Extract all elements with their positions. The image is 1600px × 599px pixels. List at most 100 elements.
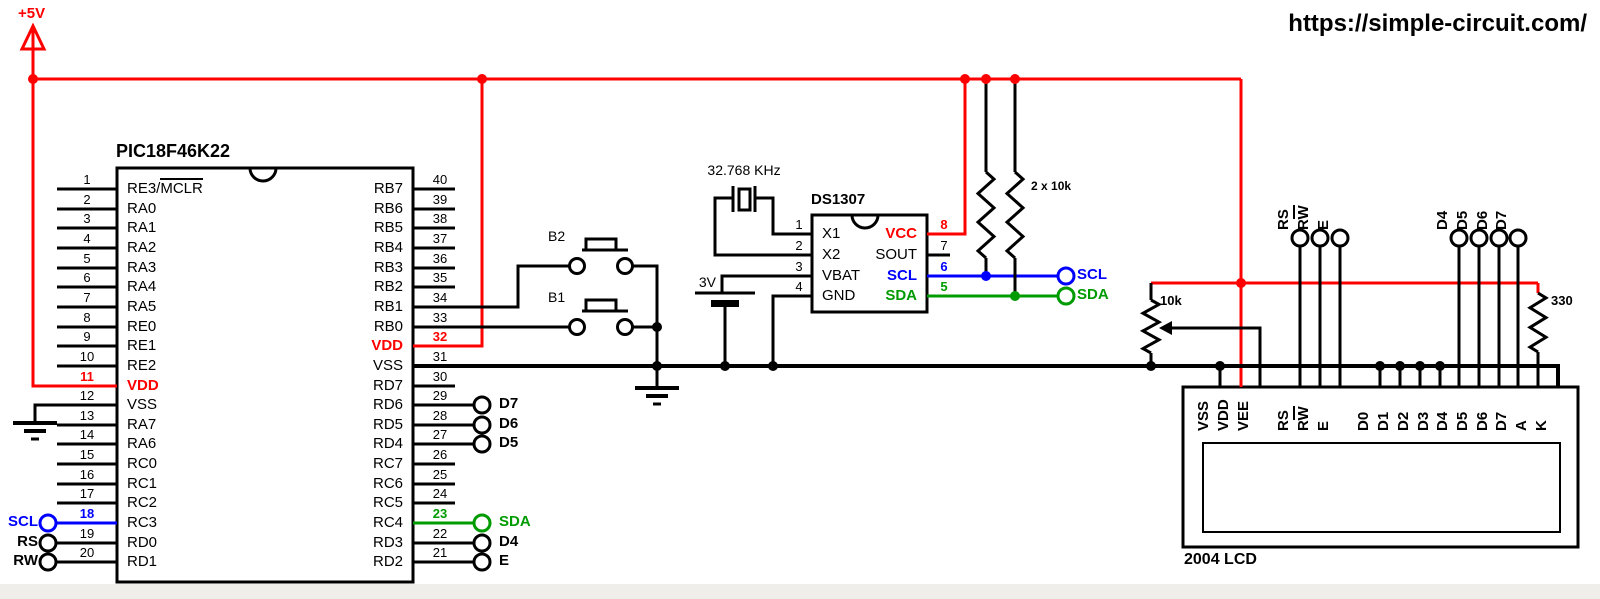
lcd-pin-label: D2 <box>1395 411 1412 431</box>
label-text: R <box>1295 219 1312 230</box>
pullup-label: 2 x 10k <box>1031 179 1072 193</box>
vdd-pin32-wire <box>413 79 484 348</box>
lcd-net-label: RW <box>1293 205 1312 230</box>
junction-dot <box>981 74 991 84</box>
pic-pin-number: 8 <box>83 310 91 325</box>
ds1307-pin-label: SOUT <box>875 246 917 263</box>
net-label: D5 <box>499 434 519 451</box>
pic-pin-number: 2 <box>83 192 91 207</box>
button-b2-actuator <box>584 237 618 252</box>
lcd-net-label: D7 <box>1493 210 1510 230</box>
lcd-pin-label: D1 <box>1375 411 1392 431</box>
pic-pin-number: 30 <box>432 369 448 384</box>
ds1307-title: DS1307 <box>811 191 866 208</box>
pic-pin-number: 5 <box>83 251 91 266</box>
pic-title: PIC18F46K22 <box>116 141 231 161</box>
lcd-signal-terminal <box>1449 228 1469 248</box>
pic-pin-number: 36 <box>432 251 448 266</box>
ground-bus <box>413 364 1560 387</box>
pic-pin-label: RD1 <box>127 553 158 570</box>
lcd-pin-label: RS <box>1275 410 1292 431</box>
button-b1-terminal <box>568 318 586 336</box>
ds1307-pin-number: 7 <box>940 238 948 253</box>
ds1307-pin-label: X2 <box>822 246 841 263</box>
ds1307-pin-number: 5 <box>940 279 948 294</box>
ds1307-gnd-wire <box>771 294 812 366</box>
pot-wiper-wire <box>1170 326 1262 387</box>
ds1307-pin-number: 4 <box>795 279 803 294</box>
button-b1-terminal <box>616 318 634 336</box>
scl-terminal <box>1056 266 1076 286</box>
ds1307-vcc-wire <box>927 79 967 236</box>
junction-dot <box>28 74 38 84</box>
resistor-330 <box>1527 291 1549 354</box>
lcd-pin-label: D5 <box>1454 411 1471 431</box>
lcd-signal-terminal <box>1489 228 1509 248</box>
pullup-resistor-2 <box>1004 170 1026 260</box>
net-label: D7 <box>499 395 519 412</box>
lcd-signal-terminal <box>1469 228 1489 248</box>
pic-pin-number: 34 <box>432 290 448 305</box>
net-label: SCL <box>8 513 38 530</box>
pic-pin-number: 11 <box>80 369 94 384</box>
pic-pin-number: 29 <box>432 388 448 403</box>
pic-pin-label: RD7 <box>372 377 403 394</box>
lcd-net-label: D5 <box>1454 210 1471 230</box>
pic-pin-number: 10 <box>79 349 95 364</box>
site-title: https://simple-circuit.com/ <box>1288 10 1587 37</box>
lcd-net-label: RS <box>1275 209 1292 230</box>
pic-pin-label: RB0 <box>373 318 403 335</box>
pic-pin-number: 35 <box>432 270 448 285</box>
pic-pin-number: 12 <box>79 388 95 403</box>
pic-pin-number: 31 <box>432 349 448 364</box>
pic-pin-number: 20 <box>79 545 95 560</box>
lcd-signal-terminal <box>1290 228 1310 248</box>
power-rail <box>31 77 1241 388</box>
junction-dot <box>1236 278 1246 288</box>
junction-dot <box>1146 361 1156 371</box>
lcd-screen <box>1202 442 1561 533</box>
pic-pin-label: RD6 <box>372 396 403 413</box>
lcd-pin-label: D7 <box>1493 411 1510 431</box>
net-label: D6 <box>499 415 519 432</box>
net-label: SDA <box>1077 286 1109 303</box>
junction-dot <box>652 322 662 332</box>
pic-pin-number: 6 <box>83 270 91 285</box>
net-label: SDA <box>499 513 531 530</box>
pic-pin-label: RE0 <box>127 318 157 335</box>
junction-dot <box>1010 74 1020 84</box>
pic-pin-label: RC1 <box>127 475 158 492</box>
lcd-pin-label: D0 <box>1355 411 1372 431</box>
pic-pin-label: RA2 <box>127 239 157 256</box>
pic-chip-body <box>115 166 415 584</box>
pic-pin-label: RB6 <box>373 200 403 217</box>
pic-pin-label: RD2 <box>372 553 403 570</box>
d5-terminal <box>472 434 492 454</box>
d7-terminal <box>472 395 492 415</box>
d4-terminal <box>472 533 492 553</box>
crystal-label: 32.768 KHz <box>707 162 781 178</box>
battery-label: 3V <box>698 274 716 290</box>
pic-pin-number: 27 <box>432 427 448 442</box>
battery-wire <box>720 274 812 292</box>
pic-pin-label: VSS <box>372 357 403 374</box>
pic-pin-label: RB5 <box>373 219 403 236</box>
junction-dot <box>1415 361 1425 371</box>
pic-pin-number: 9 <box>83 329 91 344</box>
label-overline-text: MCLR <box>160 178 203 197</box>
junction-dot <box>720 361 730 371</box>
lcd-pin-label: A <box>1513 420 1530 431</box>
pic-pin-label: VSS <box>127 396 158 413</box>
junction-dot <box>768 361 778 371</box>
pic-pin-label: RE2 <box>127 357 157 374</box>
ds1307-pin-number: 2 <box>795 238 803 253</box>
net-label: RW <box>13 552 38 569</box>
junction-dot <box>1375 361 1385 371</box>
pic-pin-number: 13 <box>79 408 95 423</box>
ds1307-chip-notch <box>850 214 880 230</box>
pic-pin-label: RD3 <box>372 534 403 551</box>
ds1307-pin-label: X1 <box>822 225 841 242</box>
pic-pin-number: 14 <box>79 427 95 442</box>
lcd-pin-label: VSS <box>1195 400 1212 431</box>
